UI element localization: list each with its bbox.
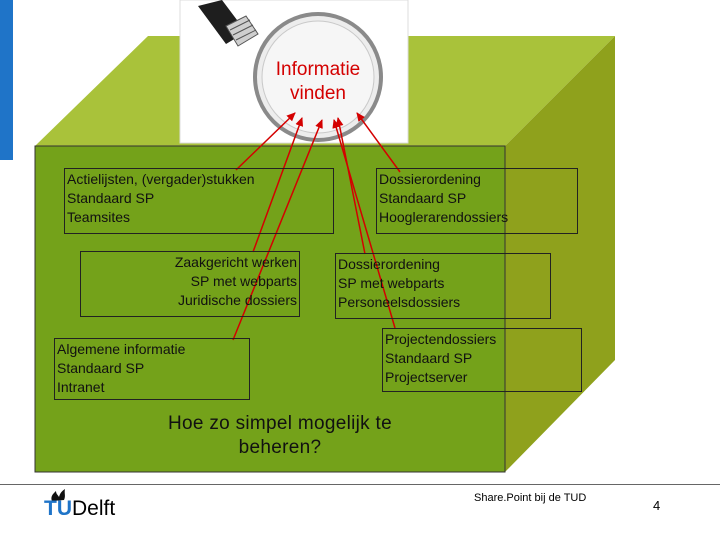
logo-delft: Delft — [72, 497, 116, 520]
arrow-personeelsdossiers — [335, 117, 366, 255]
box-line: Projectendossiers — [385, 331, 497, 347]
box-line: Standaard SP — [57, 360, 145, 376]
box-line: Zaakgericht werken — [174, 254, 297, 270]
box-intranet: Algemene informatie Standaard SP Intrane… — [54, 338, 250, 400]
magnifier-line2: vinden — [290, 83, 346, 104]
arrow-intranet — [232, 119, 323, 341]
question-line2: beheren? — [238, 437, 322, 458]
flame-icon — [51, 489, 65, 501]
arrows — [232, 112, 401, 341]
box-line: Standaard SP — [385, 350, 473, 366]
box-line: Standaard SP — [379, 190, 467, 206]
magnifier-title: Informatie vinden — [258, 58, 378, 106]
box-line: Dossierordening — [379, 171, 481, 187]
box-juridische-dossiers: Zaakgericht werken SP met webparts Jurid… — [80, 251, 300, 317]
box-line: Algemene informatie — [57, 341, 186, 357]
magnifier-line1: Informatie — [275, 59, 361, 80]
box-line: Personeelsdossiers — [338, 294, 461, 310]
question-line1: Hoe zo simpel mogelijk te — [168, 413, 392, 434]
box-line: SP met webparts — [190, 273, 297, 289]
cube-side-face — [505, 36, 615, 472]
footer-divider — [0, 484, 720, 485]
arrow-teamsites — [235, 112, 296, 171]
box-line: Projectserver — [385, 369, 468, 385]
box-teamsites: Actielijsten, (vergader)stukken Standaar… — [64, 168, 334, 234]
box-line: SP met webparts — [338, 275, 445, 291]
page-number: 4 — [653, 498, 661, 513]
question-text: Hoe zo simpel mogelijk te beheren? — [120, 412, 440, 460]
box-line: Standaard SP — [67, 190, 155, 206]
box-line: Actielijsten, (vergader)stukken — [67, 171, 255, 187]
left-accent-bar — [0, 0, 13, 160]
logo-tu: TU — [44, 497, 72, 520]
box-projectendossiers: Projectendossiers Standaard SP Projectse… — [382, 328, 582, 392]
tudelft-logo: TUDelft — [44, 487, 154, 527]
box-line: Dossierordening — [338, 256, 440, 272]
box-hooglerarendossiers: Dossierordening Standaard SP Hoogleraren… — [376, 168, 578, 234]
arrow-projectendossiers — [332, 119, 396, 329]
box-line: Intranet — [57, 379, 105, 395]
box-personeelsdossiers: Dossierordening SP met webparts Personee… — [335, 253, 551, 319]
logo-wordmark: TUDelft — [44, 497, 115, 521]
arrow-juridische — [252, 117, 304, 253]
magnifier-handle-icon — [198, 0, 259, 47]
cube-front-face — [34, 145, 506, 473]
box-line: Hooglerarendossiers — [379, 209, 509, 225]
arrow-hooglerarendossiers — [356, 112, 401, 173]
footer-title: Share.Point bij de TUD — [474, 492, 587, 504]
box-line: Teamsites — [67, 209, 131, 225]
box-line: Juridische dossiers — [177, 292, 297, 308]
